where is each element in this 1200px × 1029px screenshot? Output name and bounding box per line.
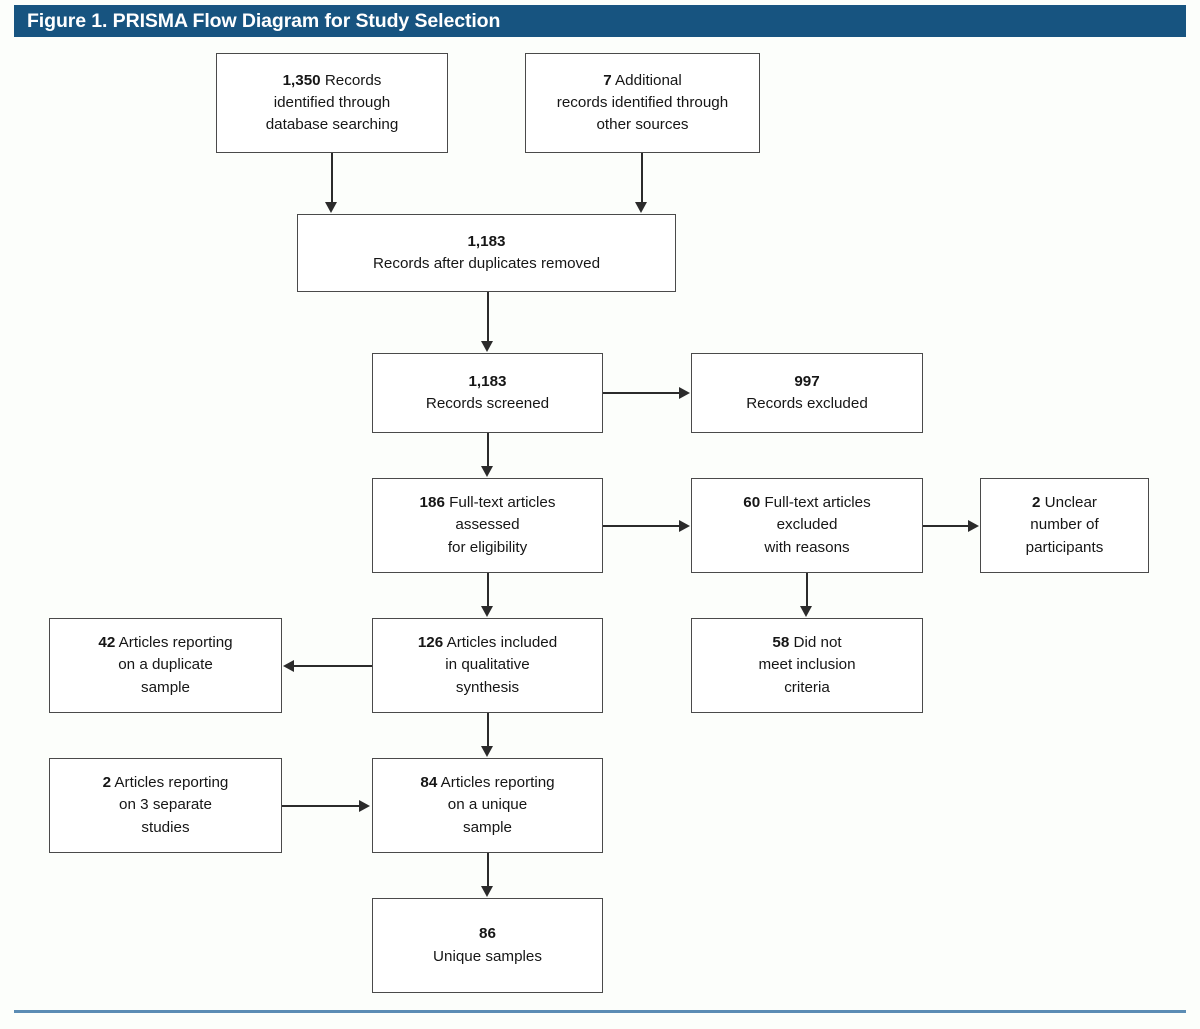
unclear-participants-count: 2 xyxy=(1031,494,1041,512)
box-records-screened: 1,183 Records screened xyxy=(372,353,603,433)
connector-excluded-to-criteria xyxy=(806,573,808,607)
arrowhead-records-identified-down xyxy=(325,202,337,213)
arrowhead-excluded-to-unclear xyxy=(968,520,979,532)
box-qualitative-synthesis: 126 Articles included in qualitative syn… xyxy=(372,618,603,713)
unique-samples-total-line2: Unique samples xyxy=(433,947,542,965)
box-unique-samples-total: 86 Unique samples xyxy=(372,898,603,993)
unique-sample-line3: sample xyxy=(463,818,512,836)
connector-separate-to-unique xyxy=(282,805,360,807)
separate-studies-count: 2 xyxy=(102,774,112,792)
arrowhead-additional-records-down xyxy=(635,202,647,213)
records-identified-line2: identified through xyxy=(273,93,391,111)
fulltext-assessed-count: 186 xyxy=(419,494,445,512)
connector-screened-to-eligibility xyxy=(487,433,489,467)
connector-records-identified-down xyxy=(331,153,333,203)
connector-screened-to-excluded xyxy=(603,392,680,394)
duplicates-removed-line2: Records after duplicates removed xyxy=(372,255,601,272)
additional-records-label: Additional xyxy=(611,71,682,89)
fulltext-assessed-line3: for eligibility xyxy=(447,538,528,556)
figure-title-banner: Figure 1. PRISMA Flow Diagram for Study … xyxy=(14,5,1186,37)
arrowhead-qualitative-to-duplicate xyxy=(283,660,294,672)
footer-divider-rule xyxy=(14,1010,1186,1013)
additional-records-count: 7 xyxy=(603,71,612,89)
connector-unique-to-total xyxy=(487,853,489,887)
did-not-meet-count: 58 xyxy=(772,634,790,652)
records-identified-label: Records xyxy=(320,71,382,89)
box-separate-studies: 2 Articles reporting on 3 separate studi… xyxy=(49,758,282,853)
records-identified-line3: database searching xyxy=(265,116,399,134)
arrowhead-duplicates-to-screened xyxy=(481,341,493,352)
fulltext-assessed-label: Full-text articles xyxy=(444,494,556,512)
arrowhead-screened-to-eligibility xyxy=(481,466,493,477)
fulltext-excluded-line3: with reasons xyxy=(764,538,850,556)
arrowhead-excluded-to-criteria xyxy=(800,606,812,617)
additional-records-line3: other sources xyxy=(596,116,689,134)
connector-assessed-to-excluded xyxy=(603,525,680,527)
qualitative-synthesis-line2: in qualitative xyxy=(445,656,530,674)
box-additional-records: 7 Additional records identified through … xyxy=(525,53,760,153)
arrowhead-assessed-to-qualitative xyxy=(481,606,493,617)
box-unclear-participants: 2 Unclear number of participants xyxy=(980,478,1149,573)
separate-studies-label: Articles reporting xyxy=(111,774,229,792)
separate-studies-line3: studies xyxy=(141,818,190,836)
box-duplicates-removed: 1,183 Records after duplicates removed xyxy=(297,214,676,292)
box-records-excluded: 997 Records excluded xyxy=(691,353,923,433)
records-excluded-count: 997 xyxy=(794,372,820,390)
duplicate-sample-count: 42 xyxy=(98,634,116,652)
qualitative-synthesis-count: 126 xyxy=(417,634,444,652)
connector-duplicates-to-screened xyxy=(487,292,489,342)
box-unique-sample: 84 Articles reporting on a unique sample xyxy=(372,758,603,853)
duplicate-sample-line3: sample xyxy=(141,678,190,696)
fulltext-excluded-count: 60 xyxy=(743,494,761,512)
duplicate-sample-label: Articles reporting xyxy=(115,634,233,652)
did-not-meet-line3: criteria xyxy=(784,678,830,696)
box-did-not-meet-criteria: 58 Did not meet inclusion criteria xyxy=(691,618,923,713)
arrowhead-separate-to-unique xyxy=(359,800,370,812)
qualitative-synthesis-line3: synthesis xyxy=(455,678,520,696)
unclear-participants-line3: participants xyxy=(1025,538,1104,556)
records-excluded-line2: Records excluded xyxy=(746,395,868,412)
connector-qualitative-to-unique xyxy=(487,713,489,747)
fulltext-excluded-label: Full-text articles xyxy=(760,494,871,512)
box-duplicate-sample: 42 Articles reporting on a duplicate sam… xyxy=(49,618,282,713)
unclear-participants-line2: number of xyxy=(1030,516,1099,534)
arrowhead-qualitative-to-unique xyxy=(481,746,493,757)
qualitative-synthesis-label: Articles included xyxy=(443,634,558,652)
box-records-identified: 1,350 Records identified through databas… xyxy=(216,53,448,153)
connector-additional-records-down xyxy=(641,153,643,203)
box-fulltext-assessed: 186 Full-text articles assessed for elig… xyxy=(372,478,603,573)
duplicate-sample-line2: on a duplicate xyxy=(118,656,213,674)
arrowhead-screened-to-excluded xyxy=(679,387,690,399)
figure-title: Figure 1. PRISMA Flow Diagram for Study … xyxy=(27,9,501,32)
box-fulltext-excluded: 60 Full-text articles excluded with reas… xyxy=(691,478,923,573)
unique-samples-total-count: 86 xyxy=(479,925,496,943)
fulltext-assessed-line2: assessed xyxy=(455,516,520,534)
duplicates-removed-count: 1,183 xyxy=(467,232,506,250)
arrowhead-unique-to-total xyxy=(481,886,493,897)
arrowhead-assessed-to-excluded xyxy=(679,520,690,532)
did-not-meet-line2: meet inclusion xyxy=(758,656,856,674)
records-screened-line2: Records screened xyxy=(425,395,550,412)
unique-sample-label: Articles reporting xyxy=(437,774,555,792)
separate-studies-line2: on 3 separate xyxy=(119,796,212,814)
fulltext-excluded-line2: excluded xyxy=(776,516,838,534)
records-identified-count: 1,350 xyxy=(282,71,321,89)
connector-excluded-to-unclear xyxy=(923,525,969,527)
did-not-meet-label: Did not xyxy=(789,634,842,652)
connector-assessed-to-qualitative xyxy=(487,573,489,607)
unique-sample-count: 84 xyxy=(420,774,438,792)
records-screened-count: 1,183 xyxy=(468,372,507,390)
unique-sample-line2: on a unique xyxy=(447,796,528,814)
connector-qualitative-to-duplicate xyxy=(294,665,372,667)
unclear-participants-label: Unclear xyxy=(1040,494,1097,512)
additional-records-line2: records identified through xyxy=(556,93,729,111)
